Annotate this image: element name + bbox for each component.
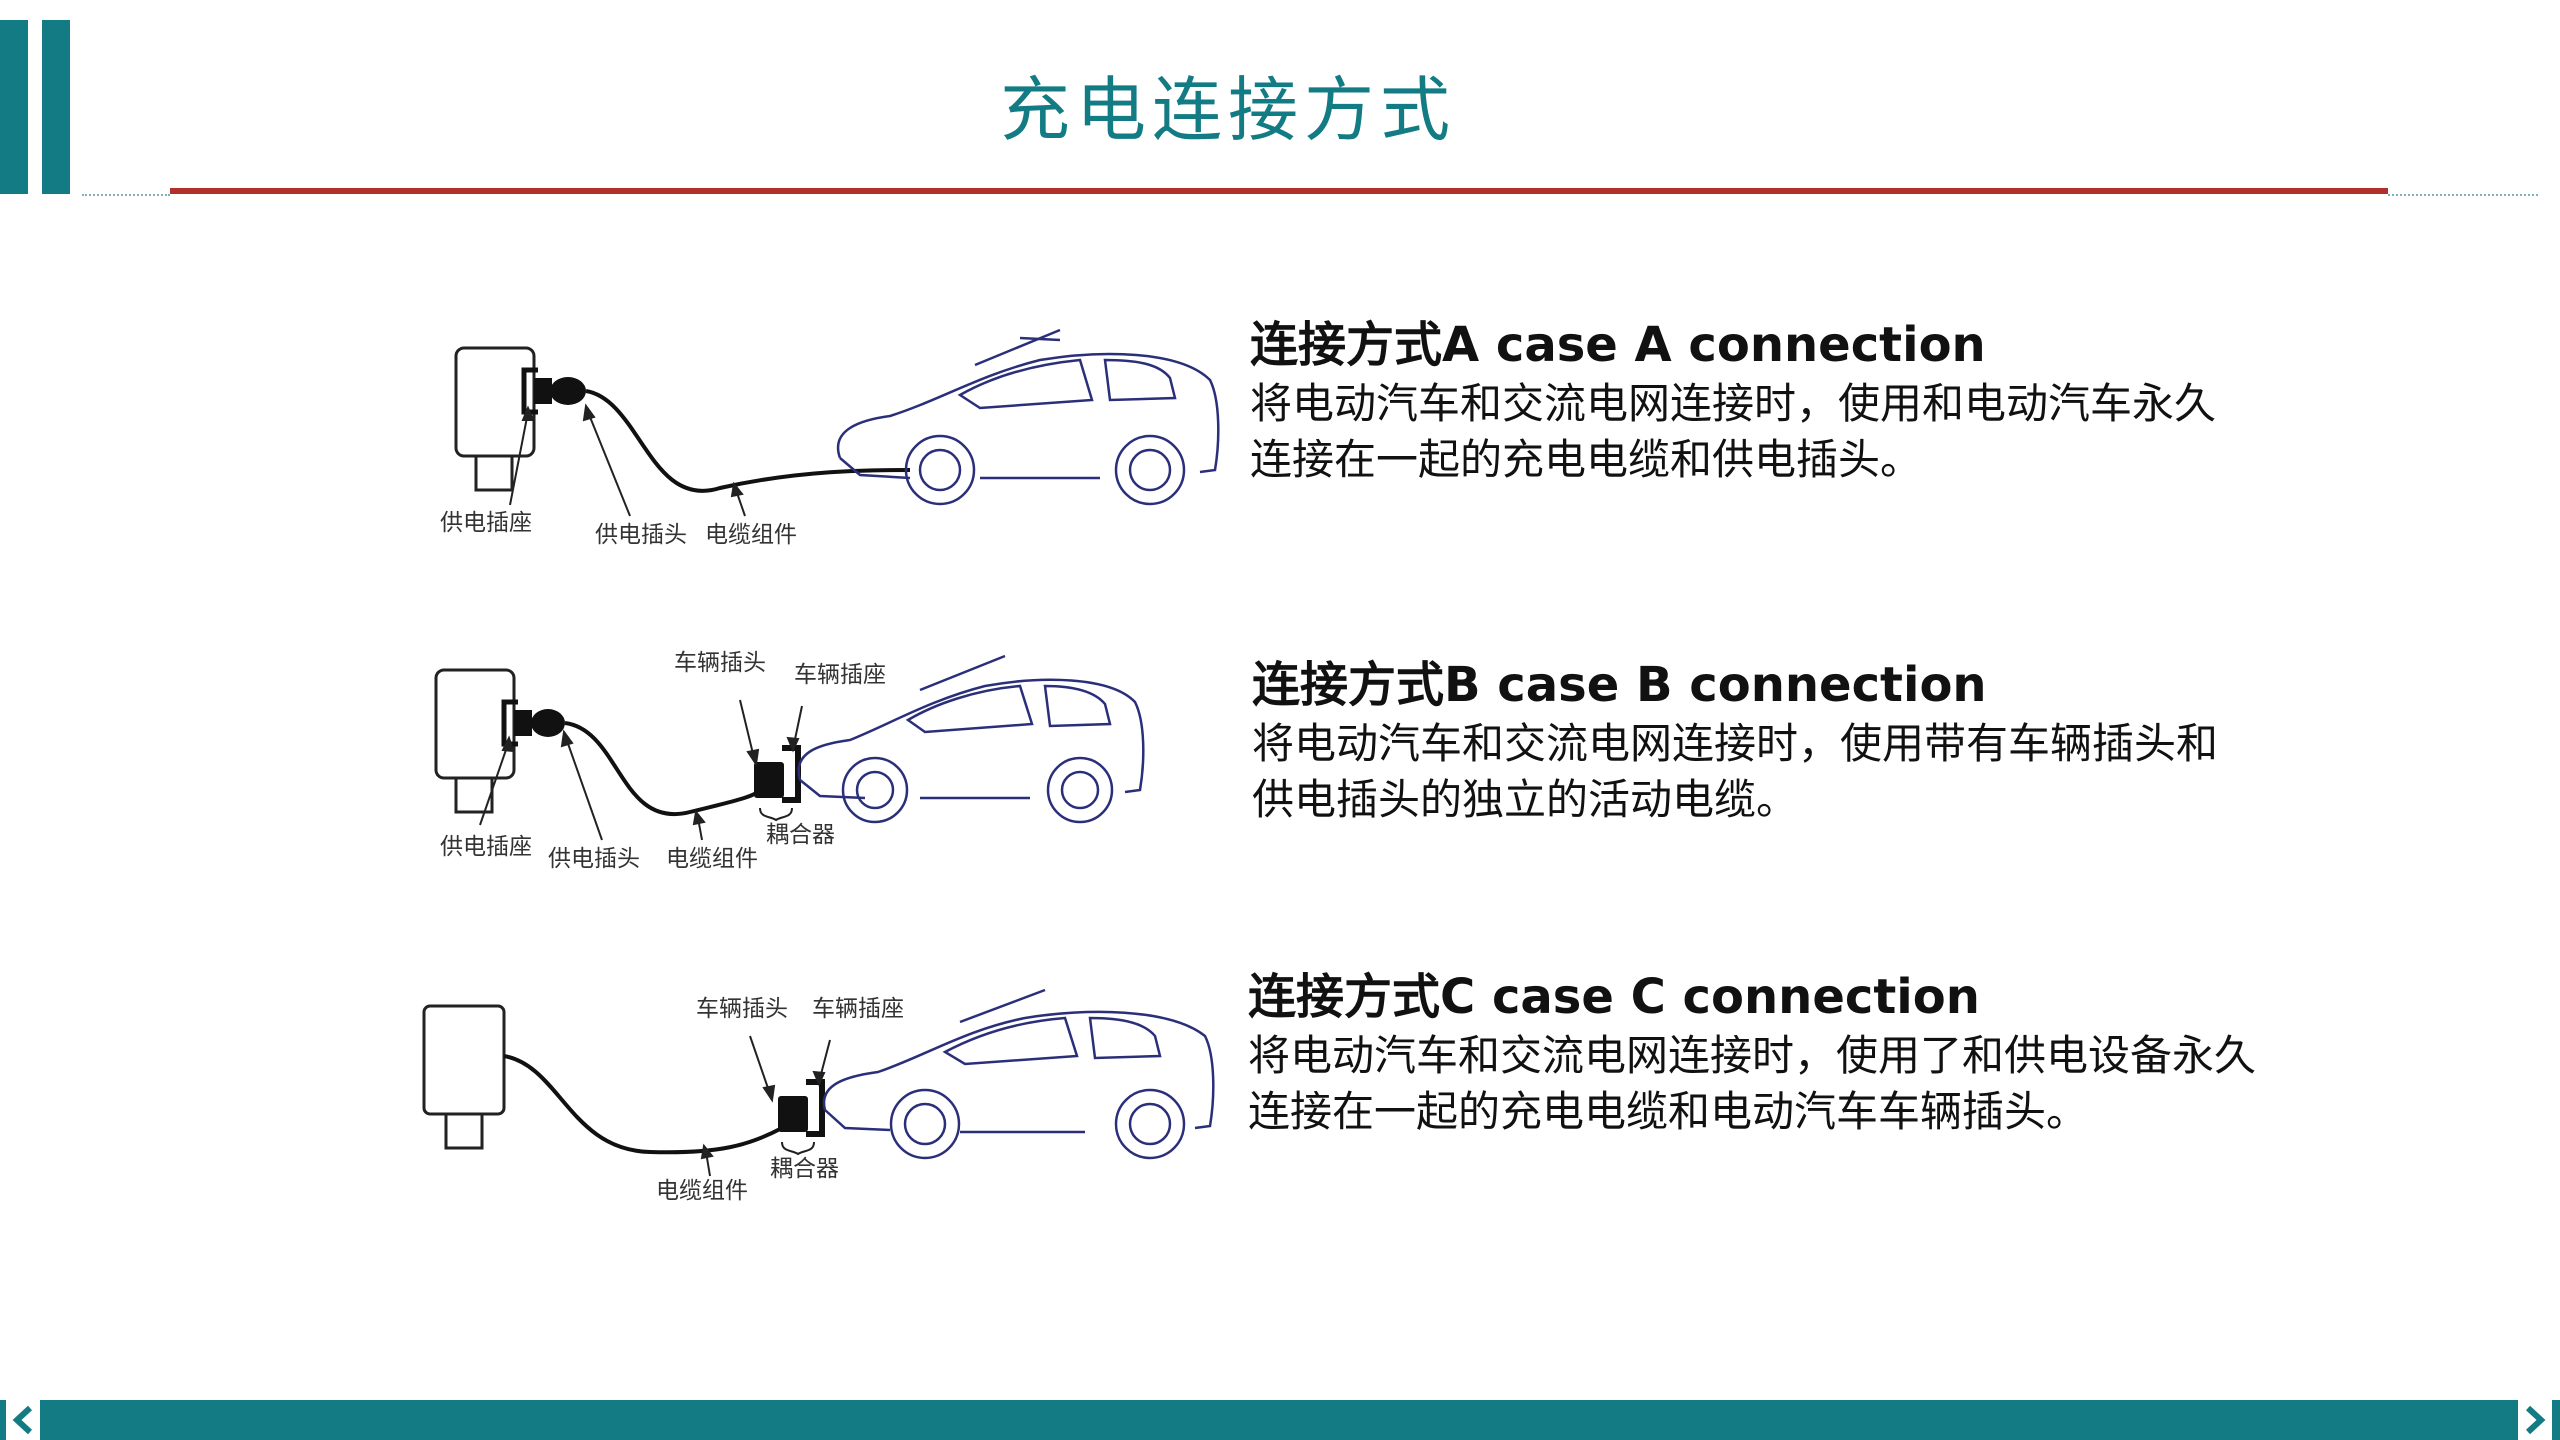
case-a-description: 将电动汽车和交流电网连接时，使用和电动汽车永久连接在一起的充电电缆和供电插头。 [1250,379,2217,484]
chevron-left-icon [12,1405,33,1435]
supply-box-base [474,454,514,492]
vehicle-plug-icon [754,762,784,798]
car-outline [836,328,1220,506]
label-supply-plug: 供电插头 [595,522,687,548]
supply-equipment-box [422,1004,506,1116]
case-b-description: 将电动汽车和交流电网连接时，使用带有车辆插头和供电插头的独立的活动电缆。 [1252,719,2219,824]
label-cable: 电缆组件 [666,846,758,872]
coupler-brace [759,807,793,822]
case-b-diagram: 车辆插头 车辆插座 耦合器 供电插座 供电插头 电缆组件 [420,640,1220,890]
supply-plug-body [550,377,586,405]
coupler-brace [781,1141,815,1156]
vehicle-inlet-bracket [782,745,801,803]
case-c-description: 将电动汽车和交流电网连接时，使用了和供电设备永久连接在一起的充电电缆和电动汽车车… [1248,1031,2257,1136]
supply-box-base [454,776,494,814]
cable [585,389,911,493]
label-supply-socket: 供电插座 [440,510,532,536]
corner-bar-left [0,20,28,194]
label-supply-socket: 供电插座 [440,834,532,860]
label-coupler: 耦合器 [766,822,835,848]
title-dotted-rule-left [82,194,170,196]
case-c-title: 连接方式C case C connection [1248,969,1980,1025]
corner-bar-right [42,20,70,194]
label-cable: 电缆组件 [656,1178,748,1204]
page-title: 充电连接方式 [1000,69,1456,151]
supply-plug-icon [514,710,532,736]
label-cable: 电缆组件 [705,522,797,548]
socket-bracket [521,367,538,415]
callout-arrows [509,403,746,517]
title-red-rule [170,188,2388,194]
case-c-diagram: 车辆插头 车辆插座 耦合器 电缆组件 [420,980,1220,1220]
car-outline [797,654,1145,824]
supply-plug-icon [534,378,552,404]
prev-slide-button[interactable] [6,1400,40,1440]
callout-arrows [479,699,803,841]
chevron-right-icon [2525,1405,2546,1435]
footer-bar [0,1400,2560,1440]
case-a-title: 连接方式A case A connection [1250,317,1986,373]
label-vehicle-plug: 车辆插头 [696,996,788,1022]
vehicle-plug-icon [778,1096,808,1132]
label-vehicle-inlet: 车辆插座 [812,996,904,1022]
supply-plug-body [531,709,565,737]
case-b-title: 连接方式B case B connection [1252,657,1987,713]
cable [503,1054,783,1155]
car-outline [822,988,1215,1160]
case-a-diagram: 供电插座 供电插头 电缆组件 [420,320,1220,560]
title-dotted-rule-right [2388,194,2538,196]
next-slide-button[interactable] [2518,1400,2552,1440]
callout-arrows [700,1035,831,1177]
supply-equipment-base [444,1112,484,1150]
label-supply-plug: 供电插头 [548,846,640,872]
label-coupler: 耦合器 [770,1156,839,1182]
label-vehicle-plug: 车辆插头 [674,650,766,676]
label-vehicle-inlet: 车辆插座 [794,662,886,688]
vehicle-inlet-bracket [806,1079,825,1137]
cable [564,721,762,817]
